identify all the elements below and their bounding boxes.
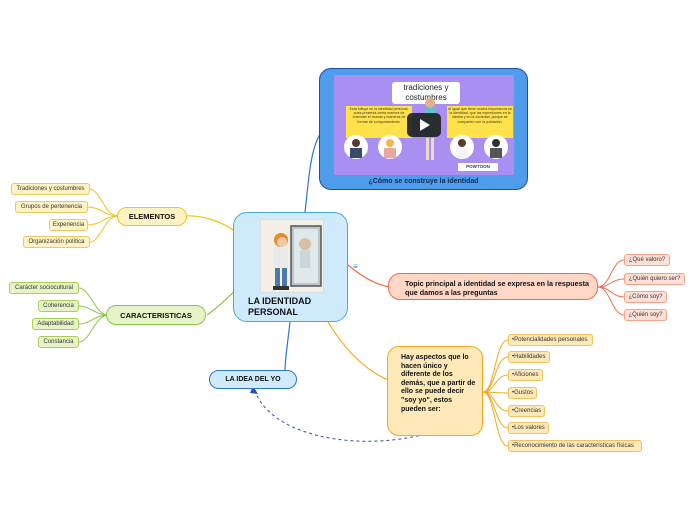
central-node[interactable]: LA IDENTIDAD PERSONAL [233,212,348,322]
topic-item-1[interactable]: ¿Quién quiero ser? [624,273,685,285]
aspectos-label: Hay aspectos que lo hacen único y difere… [401,354,476,413]
aspectos-item-1[interactable]: •Habilidades [508,351,550,363]
aspectos-item-2[interactable]: •Aficiones [508,369,543,381]
elementos-node[interactable]: ELEMENTOS [117,207,187,226]
central-title: LA IDENTIDAD PERSONAL [248,296,312,317]
topic-item-0[interactable]: ¿Qué valoro? [624,254,670,266]
brand-label: POWTOON [458,163,498,171]
aspectos-item-4[interactable]: •Creencias [508,405,545,417]
caracteristicas-item-3[interactable]: Constancia [38,336,79,348]
thumb-title: tradiciones y costumbres [392,82,460,104]
thumb-right-text: Al igual que tiene mucha importancia en … [447,106,513,138]
idea-node[interactable]: LA IDEA DEL YO [209,370,297,389]
caracteristicas-item-0[interactable]: Carácter sociocultural [9,282,79,294]
elementos-label: ELEMENTOS [128,212,176,221]
play-icon [420,119,430,131]
topic-item-2[interactable]: ¿Cómo soy? [624,291,667,303]
play-button[interactable] [407,113,441,137]
caracteristicas-item-2[interactable]: Adaptabilidad [32,318,79,330]
topic-item-3[interactable]: ¿Quién soy? [624,309,667,321]
aspectos-item-6[interactable]: •Reconocimiento de las características f… [508,440,642,452]
video-thumbnail[interactable]: tradiciones y costumbres Esta influye en… [334,75,514,175]
thumb-left-text: Esta influye en la identidad personal, p… [346,106,412,138]
elementos-item-0[interactable]: Tradiciones y costumbres [11,183,90,195]
elementos-item-2[interactable]: Experiencia [49,219,88,231]
notes-icon[interactable]: ≡ [353,262,358,271]
video-node[interactable]: tradiciones y costumbres Esta influye en… [319,68,528,190]
central-image [260,219,324,293]
topic-label: Topic principal a identidad se expresa e… [405,279,590,297]
elementos-item-1[interactable]: Grupos de pertenencia [15,201,88,213]
aspectos-item-5[interactable]: •Los valores [508,422,549,434]
caracteristicas-node[interactable]: CARACTERISTICAS [106,305,206,325]
topic-node[interactable]: Topic principal a identidad se expresa e… [388,273,598,300]
caracteristicas-item-1[interactable]: Coherencia [38,300,79,312]
caracteristicas-label: CARACTERISTICAS [120,310,192,320]
aspectos-item-3[interactable]: •Gustos [508,387,537,399]
aspectos-item-0[interactable]: •Potencialidades personales [508,334,593,346]
person-mirror-icon [273,225,322,290]
elementos-item-3[interactable]: Organización política [23,236,90,248]
aspectos-node[interactable]: Hay aspectos que lo hacen único y difere… [387,346,483,436]
video-caption: ¿Cómo se construye la identidad [368,178,479,185]
idea-label: LA IDEA DEL YO [225,376,281,383]
